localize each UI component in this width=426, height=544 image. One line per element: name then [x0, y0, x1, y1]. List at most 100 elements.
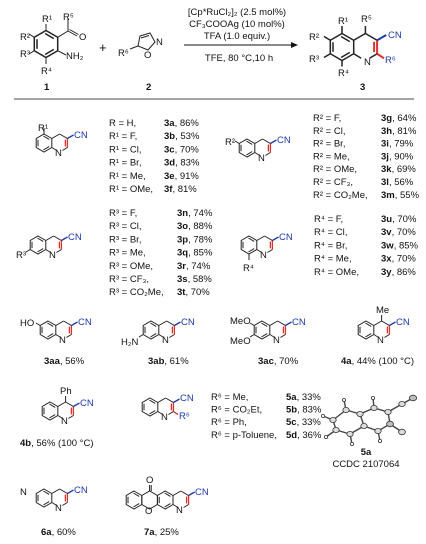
product-label: 3 [360, 82, 365, 93]
compound-code: 3u [381, 214, 392, 225]
compound-code: 3j [381, 151, 389, 162]
reaction-scheme: R¹ R⁵ R² R³ R⁴ O NH₂ 1 + R⁶ N O 2 [Cp*Ru… [14, 7, 414, 100]
r2-series-row: R² = Me,3j, 90% [313, 151, 414, 162]
compound-4a-nitrogen: N [377, 335, 384, 346]
compound-7a-caption: 7a, 25% [144, 527, 179, 538]
r2-series-row: R² = Cl,3h, 81% [313, 126, 417, 137]
substituent-definition: R⁴ = F, [314, 214, 343, 225]
compound-yield: 58% [193, 274, 213, 285]
compound-4a-structure [357, 315, 397, 340]
compound-yield: 88% [193, 221, 213, 232]
compound-3ab-amino: H₂N [121, 337, 139, 348]
r4-series-row: R⁴ = Br,3w, 85% [314, 240, 419, 251]
r3-series-row: R³ = CF₃,3s, 58% [109, 274, 212, 285]
xray-ccdc-number: CCDC 2107064 [332, 459, 399, 470]
compound-6a-nitrogen: N [55, 503, 62, 514]
substituent-definition: R² = CF₃, [313, 177, 353, 188]
r4-series-row: R⁴ = Me,3x, 70% [314, 254, 416, 265]
compound-4b-yield: , 56% (100 °C) [31, 438, 93, 449]
compound-yield: 69% [397, 164, 417, 175]
substituent-definition: R¹ = Me, [109, 171, 146, 182]
r6-series-row: R⁶ = p-Toluene,5d, 36% [211, 430, 322, 441]
compound-code: 3p [177, 234, 188, 245]
r6-series-structure [141, 397, 181, 417]
r1-substituent-R2: R² [20, 32, 30, 43]
compound-code: 3k [381, 164, 392, 175]
substituent-definition: R³ = OMe, [109, 261, 153, 272]
compound-yield: 86% [397, 267, 417, 278]
compound-yield: 70% [180, 144, 200, 155]
compound-3aa-code: 3aa [44, 356, 61, 367]
r1-substituent-R3: R³ [20, 49, 30, 60]
product-substituent-R5: R⁵ [361, 14, 372, 25]
r2-series-nitrogen: N [258, 153, 265, 164]
compound-code: 3e [164, 171, 175, 182]
compound-3ab-nitrile: CN [181, 317, 195, 328]
compound-yield: 36% [302, 430, 322, 441]
product-substituent-R2: R² [309, 32, 319, 43]
xray-atoms [320, 394, 417, 446]
compound-3ac-structure [249, 320, 293, 340]
r4-series-table: R⁴ = F,3u, 70%R⁴ = Cl,3v, 70%R⁴ = Br,3w,… [314, 214, 419, 278]
compound-code: 5b [286, 405, 297, 416]
substituent-definition: R⁴ = OMe, [314, 267, 359, 278]
compound-7a-nitrogen: N [176, 505, 183, 516]
compound-4a-caption: 4a, 44% (100 °C) [341, 356, 414, 367]
compound-3ac-nitrile: CN [292, 317, 306, 328]
compound-4b-nitrogen: N [61, 416, 68, 427]
compound-7a-carbonyl-oxygen: O [146, 475, 153, 486]
r1-amine-group: NH₂ [66, 51, 84, 62]
substituent-definition: R³ = Br, [109, 234, 141, 245]
compound-yield: 74% [191, 261, 211, 272]
compound-3ab-structure [138, 320, 182, 340]
r6-series-nitrogen: N [161, 412, 168, 423]
r1-series-row: R¹ = Me,3e, 91% [109, 171, 199, 182]
compound-code: 5d [286, 430, 297, 441]
compound-3aa-hydroxy: HO [20, 318, 34, 329]
product-substituent-R3: R³ [309, 54, 319, 65]
r4-series-row: R⁴ = Cl,3v, 70% [314, 227, 416, 238]
substituent-definition: R⁶ = Me, [211, 392, 248, 403]
substituent-definition: R³ = CO₂Me, [109, 287, 164, 298]
r1-substituent-R4: R⁴ [41, 66, 52, 77]
product-nitrogen: N [364, 57, 371, 68]
r2-series-structure [234, 138, 278, 158]
compound-yield: 70% [397, 227, 417, 238]
compound-code: 3g [381, 113, 392, 124]
r6-series-row: R⁶ = CO₂Et,5b, 83% [211, 405, 322, 416]
compound-code: 3t [177, 287, 186, 298]
compound-4b-code: 4b [20, 438, 31, 449]
r4-series-nitrile: CN [279, 232, 293, 243]
compound-6a-caption: 6a, 60% [41, 527, 76, 538]
r3-series-row: R³ = Br,3p, 78% [109, 234, 213, 245]
compound-3aa-caption: 3aa, 56% [44, 356, 85, 367]
r2-series-substituent: R² [225, 137, 235, 148]
compound-code: 3f [164, 184, 173, 195]
r4-series-nitrogen: N [260, 250, 267, 261]
product-substituent-R1: R¹ [338, 16, 348, 27]
compound-yield: 64% [397, 113, 417, 124]
substituent-definition: R³ = F, [109, 208, 137, 219]
compound-7a-nitrile: CN [195, 487, 209, 498]
substituent-definition: R = H, [109, 118, 136, 129]
r2-series-row: R² = CO₂Me,3m, 55% [313, 190, 420, 201]
substituent-definition: R² = OMe, [313, 164, 357, 175]
reactant-2-label: 2 [146, 82, 151, 93]
condition-acid: TFA (1.0 equiv.) [204, 31, 270, 42]
r4-series-structure [240, 235, 280, 260]
compound-yield: 85% [193, 248, 213, 259]
r2-nitrogen: N [156, 37, 163, 48]
compound-3aa-nitrile: CN [78, 317, 92, 328]
compound-yield: 83% [302, 405, 322, 416]
condition-solvent-temp: TFE, 80 °C,10 h [205, 53, 273, 64]
compound-3ac-nitrogen: N [273, 335, 280, 346]
r1-series-structure [35, 128, 75, 153]
substituent-definition: R¹ = F, [109, 131, 137, 142]
r1-series-substituent: R¹ [38, 123, 48, 134]
r3-series-row: R³ = OMe,3r, 74% [109, 261, 211, 272]
compound-4b-caption: 4b, 56% (100 °C) [20, 438, 94, 449]
compound-code: 5c [286, 417, 297, 428]
substituent-definition: R⁶ = CO₂Et, [211, 405, 262, 416]
r1-series-row: R = H,3a, 86% [109, 118, 199, 129]
r6-series-table: R⁶ = Me,5a, 33%R⁶ = CO₂Et,5b, 83%R⁶ = Ph… [211, 392, 322, 441]
